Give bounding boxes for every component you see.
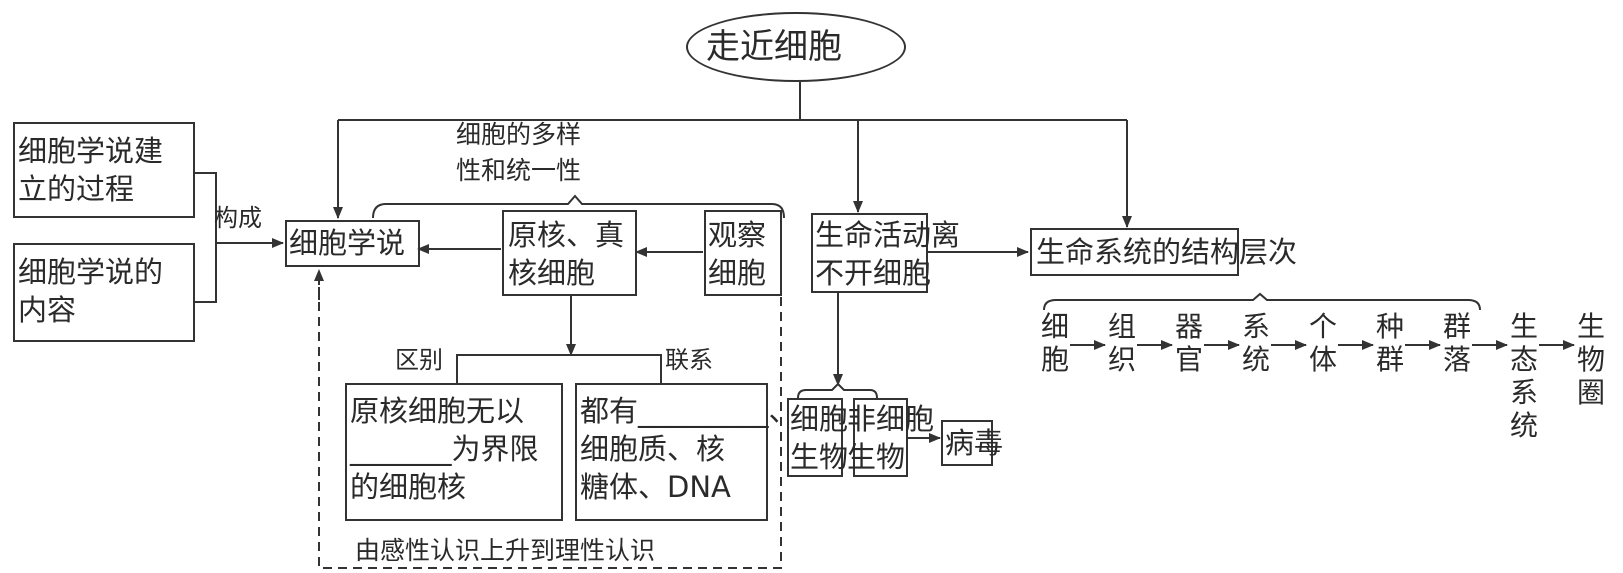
label-observe-cells: 观察 细胞 [708,218,767,290]
difference-line2: _______为界限 [350,430,539,468]
difference-line1: 原核细胞无以 [350,394,525,428]
level-7: 生态系统 [1509,310,1538,442]
dashed-enclosure [318,272,782,569]
difference-label: 区别 [395,346,443,374]
connection-blank[interactable]: _________ [638,394,769,428]
node-virus [941,420,993,466]
brace-diversity [372,194,785,219]
level-5: 种群 [1375,310,1404,376]
label-virus: 病毒 [945,426,1004,460]
connection-text: 都有_________、 细胞质、核 糖体、DNA [580,392,798,506]
brace-levels [1043,292,1481,311]
connection-line1: 都有_________、 [580,392,798,430]
level-3: 系统 [1241,310,1270,376]
label-life-activity: 生命活动离 不开细胞 [815,218,961,290]
bracket-diff-conn [456,354,662,383]
difference-text: 原核细胞无以 _______为界限 的细胞核 [350,392,539,506]
level-0: 细胞 [1040,310,1069,376]
difference-blank[interactable]: _______ [350,432,452,466]
node-observe-cells [704,210,782,296]
connection-prefix: 都有 [580,394,639,428]
level-4: 个体 [1308,310,1337,376]
level-8: 生物圈 [1576,310,1605,409]
sensory-to-rational-label: 由感性认识上升到理性认识 [355,536,656,565]
connection-label: 联系 [665,346,713,374]
root-node [686,12,906,82]
node-cellular-organisms [787,398,843,477]
label-cell-theory-history: 细胞学说建 立的过程 [18,134,164,206]
node-structure-levels [1030,228,1239,276]
label-cell-theory: 细胞学说 [289,226,406,260]
connection-line3: 糖体、DNA [580,470,731,504]
label-prok-euk: 原核、真 核细胞 [508,218,625,290]
level-6: 群落 [1442,310,1471,376]
node-connection [575,383,768,521]
brace-organisms [797,382,878,399]
node-difference [345,383,563,521]
level-1: 组织 [1107,310,1136,376]
level-2: 器官 [1174,310,1203,376]
label-cell-theory-content: 细胞学说的 内容 [18,255,164,327]
node-cell-theory-history [13,122,195,218]
node-prok-euk [502,210,637,296]
label-noncellular-organisms: 非细胞 生物 [847,402,935,474]
connection-line2: 细胞质、核 [580,432,726,466]
root-label: 走近细胞 [706,27,842,67]
bracket-compose [194,172,217,303]
difference-line2-rest: 为界限 [451,432,539,466]
node-life-activity [811,213,928,293]
label-cellular-organisms: 细胞 生物 [790,402,849,474]
compose-label: 构成 [214,204,262,232]
node-cell-theory [285,220,420,267]
node-cell-theory-content [13,243,195,342]
diversity-label: 细胞的多样 性和统一性 [456,120,582,185]
label-structure-levels: 生命系统的结构层次 [1036,235,1298,269]
difference-line3: 的细胞核 [350,470,467,504]
node-noncellular-organisms [853,398,908,477]
